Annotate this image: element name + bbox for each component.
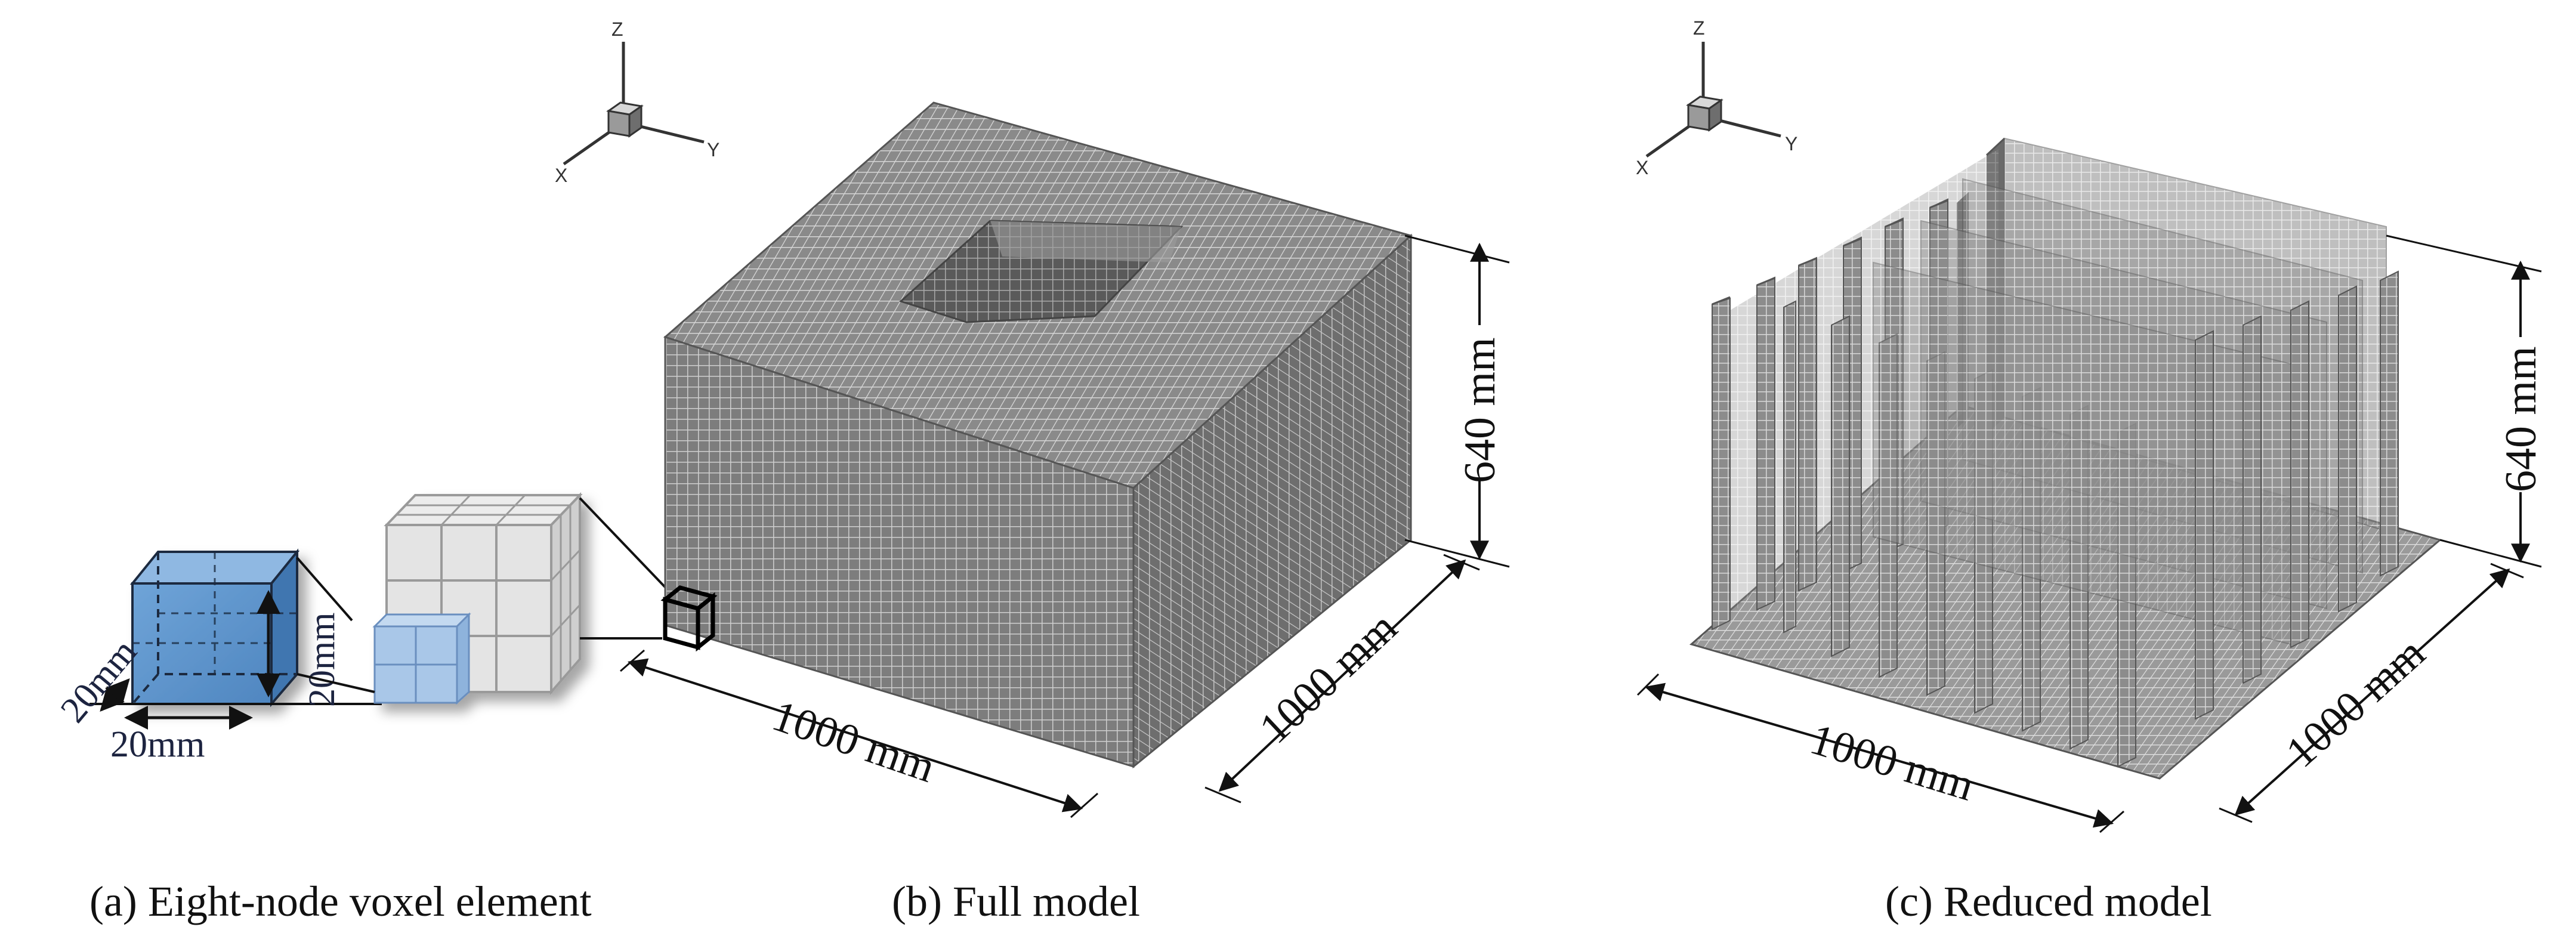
caption-c: (c) Reduced model (1885, 878, 2212, 925)
full-height-label: 640 mm (1456, 337, 1505, 483)
caption-a: (a) Eight-node voxel element (89, 878, 592, 925)
highlighted-voxel (660, 585, 718, 652)
voxel-height-label: 20mm (302, 613, 342, 707)
full-model-block (660, 101, 1413, 769)
full-depth-arrow (1218, 559, 1466, 792)
full-width-label: 1000 mm (766, 691, 941, 792)
reduced-height-label: 640 mm (2497, 346, 2546, 492)
axis-x-label-c: X (1636, 157, 1648, 178)
axis-z-label-c: Z (1693, 17, 1705, 39)
voxel-width-label: 20mm (110, 724, 205, 765)
full-model-side-face (1132, 233, 1412, 769)
axis-y-label-c: Y (1785, 133, 1797, 155)
reduced-model-panel: Z X Y (1636, 17, 2546, 833)
voxel-assembly (372, 492, 583, 705)
voxel-element-panel: 20mm 20mm 20mm (53, 492, 675, 765)
reduced-width-label: 1000 mm (1805, 715, 1979, 811)
axis-x-label: X (555, 165, 567, 186)
axes-triad-c: Z X Y (1636, 17, 1797, 178)
reduced-walls (1712, 137, 2399, 768)
reduced-width-arrow (1644, 682, 2114, 828)
axis-z-label: Z (611, 18, 623, 40)
voxel-depth-label: 20mm (53, 632, 145, 730)
full-model-panel: Z X Y 1000 mm 1000 mm (555, 18, 1510, 818)
axes-triad-b: Z X Y (555, 18, 719, 186)
caption-b: (b) Full model (892, 878, 1140, 925)
reduced-depth-arrow (2234, 568, 2510, 816)
full-width-arrow (627, 658, 1083, 813)
axis-y-label: Y (707, 139, 719, 160)
voxel-cube (129, 548, 300, 708)
